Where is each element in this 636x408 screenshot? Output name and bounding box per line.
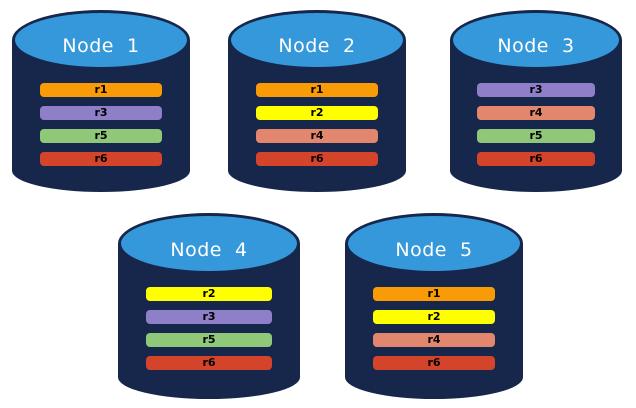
replica-bar-r5: r5 <box>477 129 595 143</box>
database-node-3: Node 3 r3 r4 r5 r6 <box>450 10 622 192</box>
replica-list: r1 r2 r4 r6 <box>345 287 523 370</box>
database-node-2: Node 2 r1 r2 r4 r6 <box>228 10 406 192</box>
cylinder-top-ellipse <box>118 213 300 274</box>
replica-bar-r5: r5 <box>40 129 162 143</box>
replica-bar-r6: r6 <box>477 152 595 166</box>
replica-bar-r5: r5 <box>146 333 272 347</box>
node-label: Node 2 <box>278 35 356 57</box>
node-label: Node 4 <box>170 239 248 261</box>
database-node-1: Node 1 r1 r3 r5 r6 <box>12 10 190 192</box>
node-label: Node 5 <box>395 239 473 261</box>
replica-bar-r2: r2 <box>146 287 272 301</box>
cylinder-top-ellipse <box>345 213 523 274</box>
replica-list: r2 r3 r5 r6 <box>118 287 300 370</box>
replica-list: r3 r4 r5 r6 <box>450 83 622 166</box>
cylinder-top-ellipse <box>228 10 406 70</box>
replica-bar-r1: r1 <box>40 83 162 97</box>
database-node-5: Node 5 r1 r2 r4 r6 <box>345 213 523 399</box>
database-node-4: Node 4 r2 r3 r5 r6 <box>118 213 300 399</box>
replica-bar-r3: r3 <box>477 83 595 97</box>
replica-list: r1 r3 r5 r6 <box>12 83 190 166</box>
replica-bar-r6: r6 <box>256 152 378 166</box>
replica-bar-r4: r4 <box>477 106 595 120</box>
replica-list: r1 r2 r4 r6 <box>228 83 406 166</box>
replica-bar-r1: r1 <box>373 287 495 301</box>
node-label: Node 1 <box>62 35 140 57</box>
replica-bar-r2: r2 <box>256 106 378 120</box>
replica-bar-r3: r3 <box>146 310 272 324</box>
replica-bar-r2: r2 <box>373 310 495 324</box>
replica-bar-r1: r1 <box>256 83 378 97</box>
replica-bar-r6: r6 <box>373 356 495 370</box>
replica-bar-r4: r4 <box>373 333 495 347</box>
cylinder-top-ellipse <box>12 10 190 70</box>
cylinder-top-ellipse <box>450 10 622 70</box>
replica-bar-r3: r3 <box>40 106 162 120</box>
replica-bar-r6: r6 <box>40 152 162 166</box>
replica-bar-r4: r4 <box>256 129 378 143</box>
replica-bar-r6: r6 <box>146 356 272 370</box>
node-label: Node 3 <box>497 35 575 57</box>
